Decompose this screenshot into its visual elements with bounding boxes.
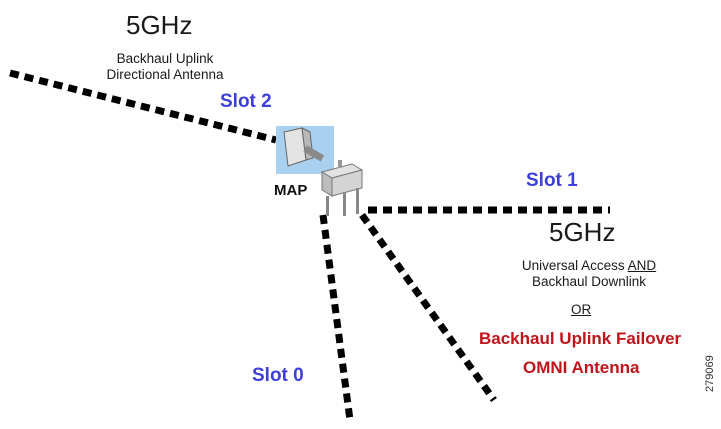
slot0-dotted-line xyxy=(319,214,354,421)
uplink-band-label: 5GHz xyxy=(126,10,193,40)
map-access-point-icon xyxy=(320,160,364,216)
downlink-description: Universal Access AND Backhaul Downlink xyxy=(494,258,684,290)
downlink-and-text: AND xyxy=(627,258,657,273)
failover-label: Backhaul Uplink Failover xyxy=(479,329,682,348)
omni-antenna-label: OMNI Antenna xyxy=(523,358,640,377)
omni-dotted-line xyxy=(359,212,497,403)
directional-antenna-icon xyxy=(276,126,334,174)
uplink-title-line2: Directional Antenna xyxy=(106,67,224,82)
map-label: MAP xyxy=(274,182,308,199)
slot1-label: Slot 1 xyxy=(526,170,578,191)
figure-id: 279069 xyxy=(704,355,716,392)
downlink-line1-text: Universal Access xyxy=(521,258,628,273)
or-label: OR xyxy=(571,302,592,317)
slot2-label: Slot 2 xyxy=(220,91,272,112)
slot0-label: Slot 0 xyxy=(252,365,304,386)
downlink-band-label: 5GHz xyxy=(549,217,616,247)
downlink-line2: Backhaul Downlink xyxy=(531,274,647,289)
downlink-line1: Universal Access AND xyxy=(494,258,684,274)
slot2-dotted-line xyxy=(9,69,277,144)
uplink-description: Backhaul Uplink Directional Antenna xyxy=(80,51,250,83)
uplink-title-line1: Backhaul Uplink xyxy=(116,51,214,66)
